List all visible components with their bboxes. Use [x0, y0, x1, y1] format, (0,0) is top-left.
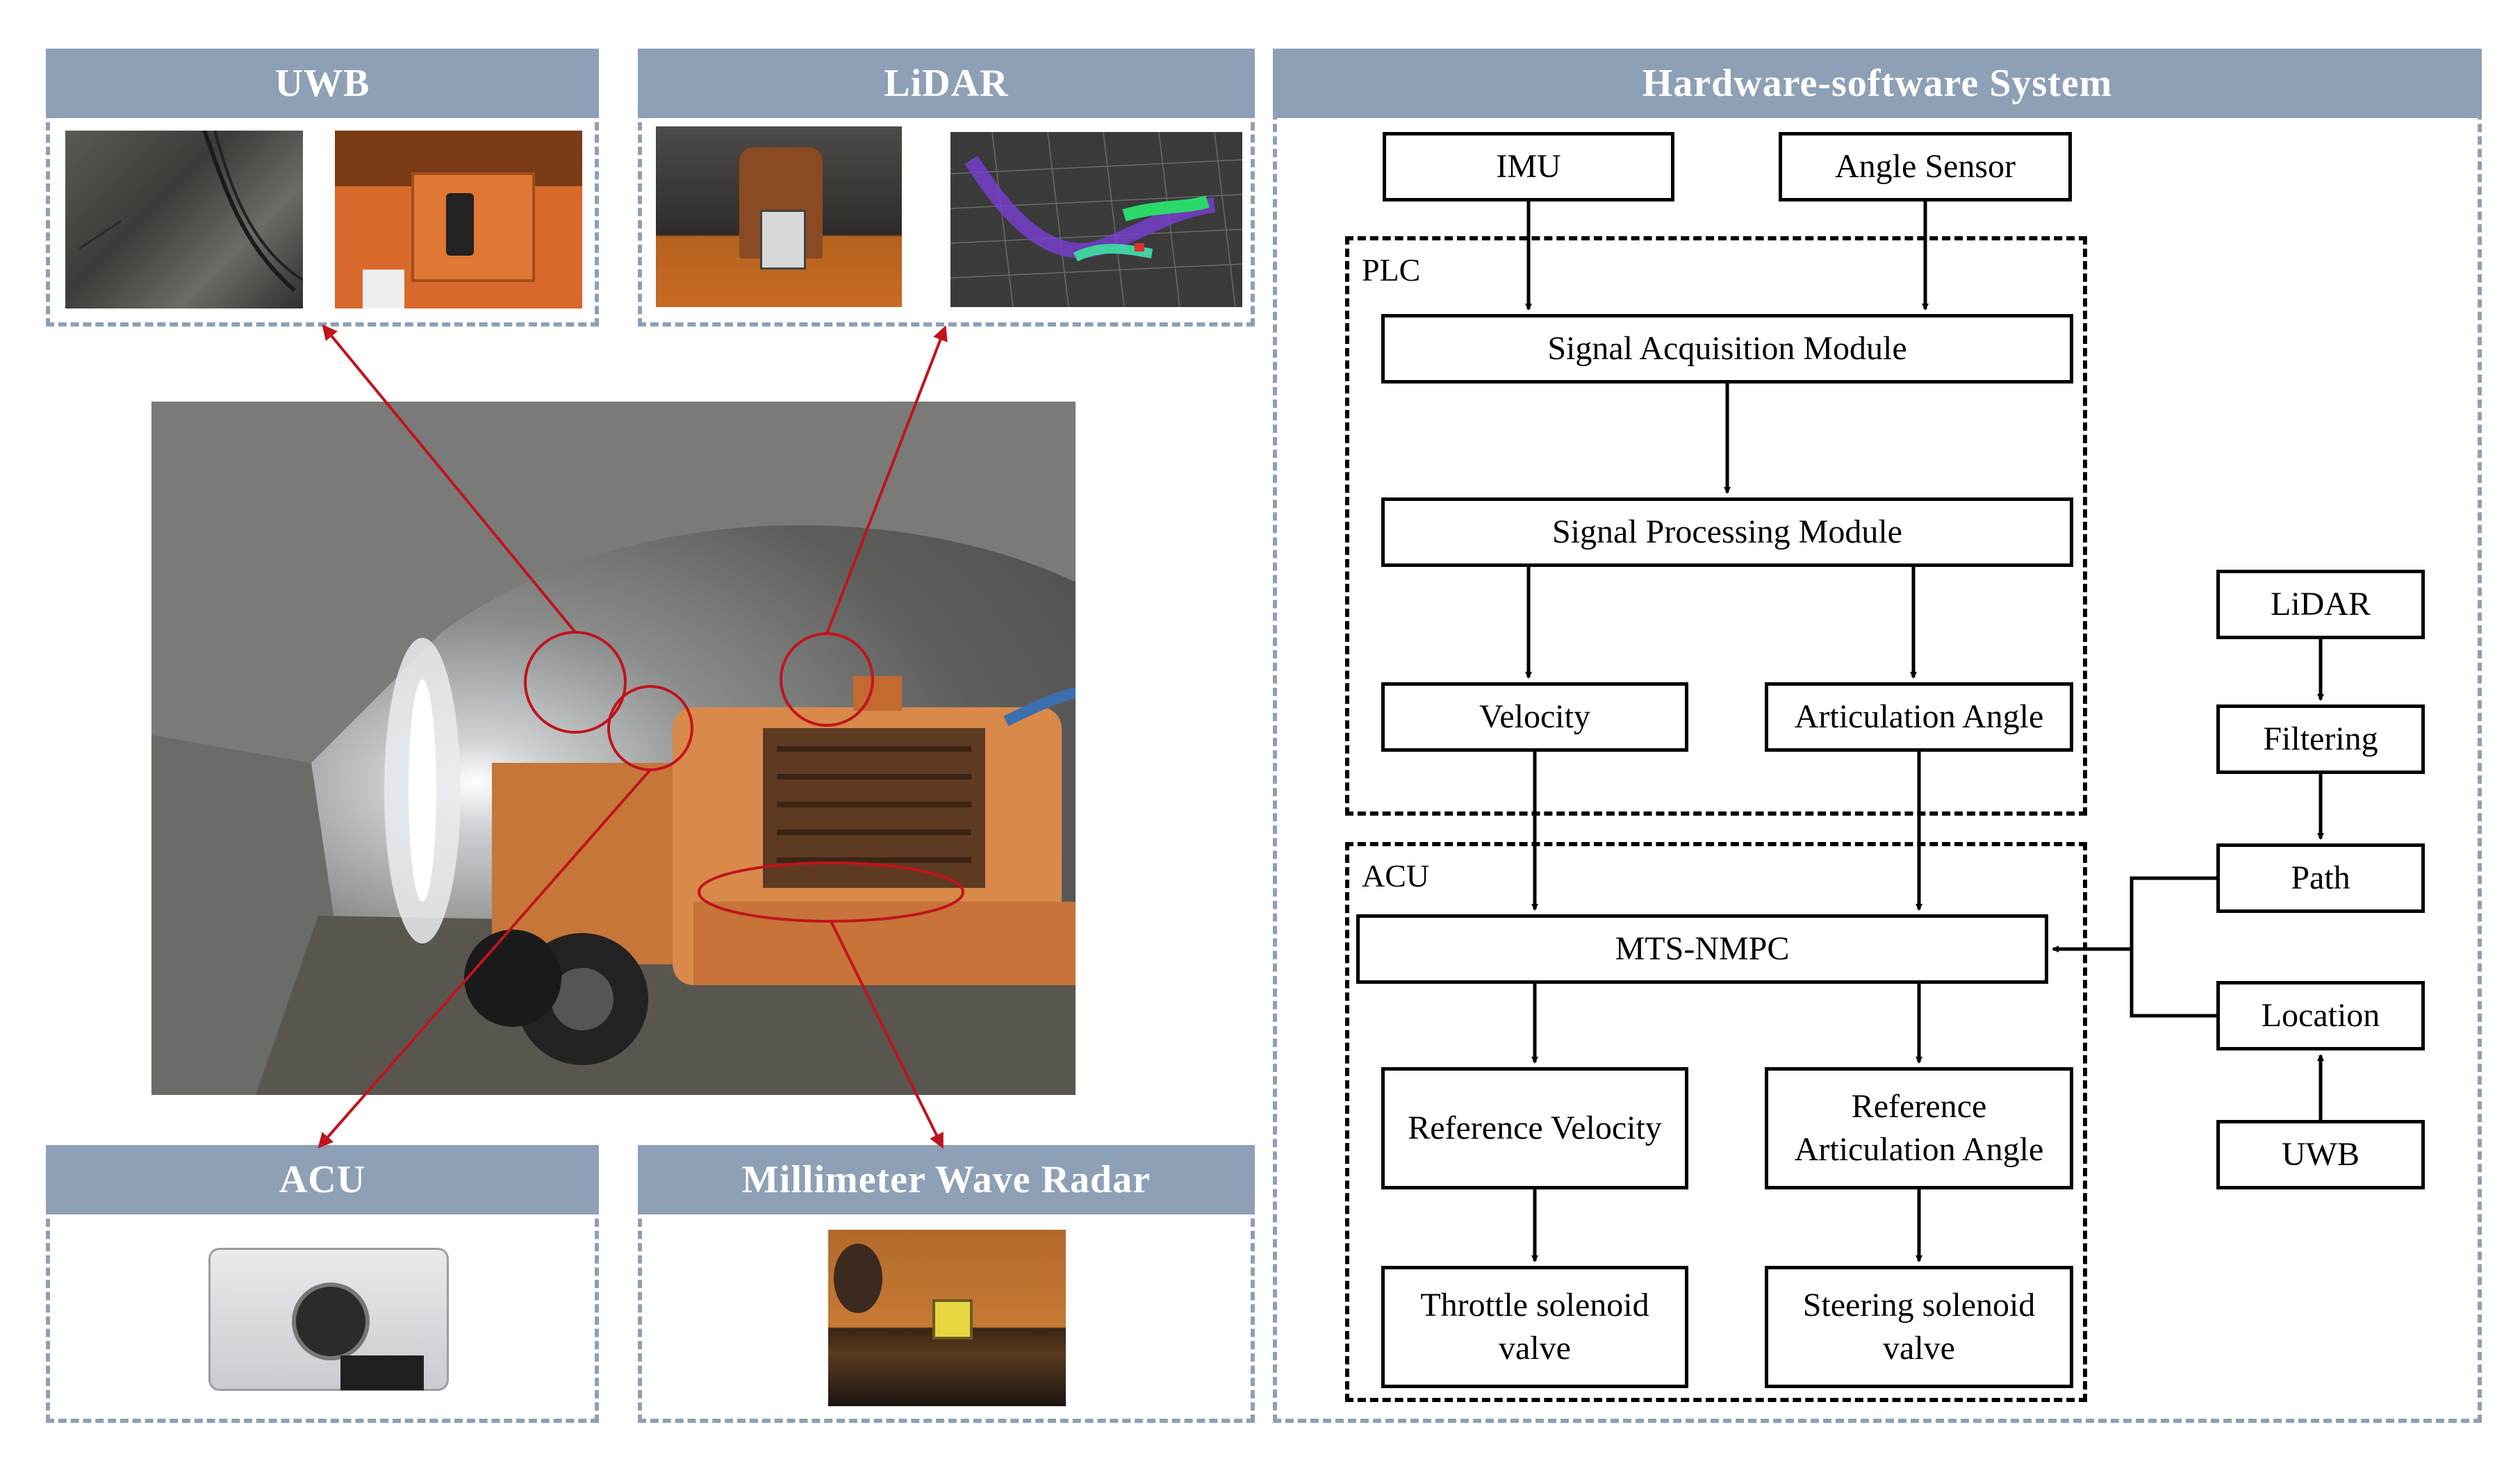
angle-sensor-box: Angle Sensor	[1779, 132, 2072, 201]
system-panel-title: Hardware-software System	[1273, 49, 2482, 118]
signal-acquisition-box: Signal Acquisition Module	[1381, 314, 2073, 384]
uwb-anchor-photo	[65, 131, 303, 308]
lidar-unit	[760, 210, 806, 270]
lidar-box: LiDAR	[2216, 570, 2425, 639]
acu-group-label: ACU	[1362, 858, 1430, 893]
plc-group	[1345, 236, 2087, 816]
articulation-angle-box: Articulation Angle	[1765, 682, 2073, 752]
plc-group-label: PLC	[1362, 252, 1421, 288]
throttle-valve-box: Throttle solenoid valve	[1381, 1266, 1688, 1388]
signal-processing-box: Signal Processing Module	[1381, 497, 2073, 567]
acu-device-photo	[201, 1234, 452, 1401]
path-location-bracket	[2130, 876, 2216, 1018]
acu-callout-circle	[607, 685, 693, 771]
filtering-box: Filtering	[2216, 704, 2425, 774]
radar-photo	[828, 1230, 1066, 1406]
mount-block	[363, 270, 404, 308]
radar-callout-line	[830, 921, 944, 1149]
acu-panel-title: ACU	[46, 1145, 599, 1214]
acu-panel: ACU	[46, 1145, 599, 1423]
path-box: Path	[2216, 843, 2425, 913]
radar-panel: Millimeter Wave Radar	[638, 1145, 1255, 1423]
lidar-callout-circle	[780, 632, 874, 727]
radar-callout-ellipse	[698, 862, 964, 923]
uwb-tag-photo	[335, 131, 582, 308]
steering-valve-box: Steering solenoid valve	[1765, 1266, 2073, 1388]
radar-sensor	[932, 1299, 973, 1340]
acu-group	[1345, 842, 2087, 1402]
lidar-panel: LiDAR	[638, 49, 1255, 327]
connector-block	[340, 1355, 424, 1390]
uwb-callout-line	[322, 324, 577, 634]
point-cloud	[950, 132, 1242, 307]
lidar-sensor-photo	[656, 126, 902, 307]
fan-icon	[292, 1283, 370, 1360]
speaker-grille	[834, 1244, 882, 1313]
radar-panel-title: Millimeter Wave Radar	[638, 1145, 1255, 1214]
imu-box: IMU	[1383, 132, 1674, 201]
velocity-box: Velocity	[1381, 682, 1688, 752]
loader-tunnel-photo	[151, 402, 1076, 1095]
cable-lines	[79, 131, 303, 292]
lidar-callout-line	[825, 325, 948, 634]
reference-velocity-box: Reference Velocity	[1381, 1067, 1688, 1189]
point-cloud-photo	[950, 132, 1242, 307]
lidar-panel-title: LiDAR	[638, 49, 1255, 118]
uwb-panel-title: UWB	[46, 49, 599, 118]
loader-illustration	[151, 402, 1076, 1095]
location-box: Location	[2216, 981, 2425, 1050]
uwb-panel: UWB	[46, 49, 599, 327]
uwb-box: UWB	[2216, 1120, 2425, 1189]
mts-nmpc-box: MTS-NMPC	[1356, 914, 2048, 984]
uwb-antenna	[446, 193, 474, 256]
reference-articulation-angle-box: Reference Articulation Angle	[1765, 1067, 2073, 1189]
acu-callout-line	[318, 768, 652, 1149]
